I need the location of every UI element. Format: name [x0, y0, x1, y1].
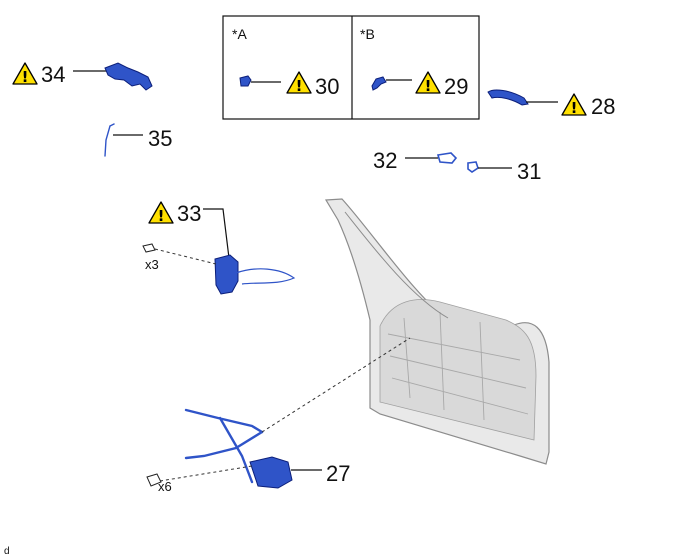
- svg-text:!: !: [158, 207, 165, 225]
- part-35-label: 35: [148, 126, 172, 151]
- variant-box: *A *B: [222, 15, 480, 120]
- bolt-x3-icon: [142, 243, 156, 253]
- warning-triangle-icon: !: [561, 93, 587, 117]
- part-31-label: 31: [517, 159, 541, 184]
- regulator-arms: [184, 416, 264, 484]
- svg-text:!: !: [425, 77, 432, 95]
- variant-label-a: *A: [232, 26, 247, 42]
- regulator-motor: [249, 456, 293, 489]
- door-panel: [324, 198, 550, 465]
- part-30-shape: [239, 75, 252, 87]
- part-33-leader: [203, 208, 230, 259]
- part-29-shape: [371, 76, 387, 91]
- part-33-label: 33: [177, 201, 201, 226]
- door-inner-detail-lines: [387, 311, 529, 421]
- part-33-group: ! 33 x3: [142, 201, 296, 295]
- svg-text:!: !: [296, 77, 303, 95]
- part-27-label: 27: [326, 461, 350, 486]
- variant-label-b: *B: [360, 26, 375, 42]
- part-33-bolt-dashline: [154, 248, 217, 265]
- part-27-bolt-dashline: [159, 465, 253, 482]
- part-30-group: ! 30: [239, 71, 339, 99]
- warning-triangle-icon: !: [286, 71, 312, 95]
- variant-box-frame: [222, 15, 480, 120]
- part-32-group: 32: [373, 148, 458, 173]
- part-29-group: ! 29: [371, 71, 468, 99]
- figure-code: d: [4, 546, 10, 557]
- part-35-shape: [104, 123, 115, 157]
- part-30-label: 30: [315, 74, 339, 99]
- warning-triangle-icon: !: [148, 201, 174, 225]
- part-31-group: 31: [467, 159, 541, 184]
- part-32-label: 32: [373, 148, 397, 173]
- svg-text:!: !: [22, 68, 29, 86]
- part-34-shape: [104, 62, 153, 91]
- door-frame-inner-edge: [344, 211, 449, 319]
- part-28-group: ! 28: [487, 89, 615, 119]
- part-32-shape: [436, 152, 458, 164]
- part-33-cable: [235, 268, 296, 285]
- door-inner-panel: [379, 299, 537, 441]
- part-35-group: 35: [104, 123, 172, 157]
- part-28-shape: [487, 89, 529, 106]
- part-28-label: 28: [591, 94, 615, 119]
- bolt-x6-icon: [146, 473, 162, 487]
- bolt-qty-x6: x6: [158, 479, 172, 494]
- svg-text:!: !: [571, 99, 578, 117]
- warning-triangle-icon: !: [415, 71, 441, 95]
- regulator-top-rail: [184, 408, 264, 434]
- part-33-shape: [214, 254, 239, 295]
- part-34-group: ! 34: [12, 62, 153, 91]
- bolt-qty-x3: x3: [145, 257, 159, 272]
- regulator-mount-dashline: [261, 337, 411, 433]
- part-34-label: 34: [41, 62, 65, 87]
- part-29-label: 29: [444, 74, 468, 99]
- part-27-group: 27 x6: [146, 408, 350, 494]
- part-31-shape: [467, 161, 479, 173]
- warning-triangle-icon: !: [12, 62, 38, 86]
